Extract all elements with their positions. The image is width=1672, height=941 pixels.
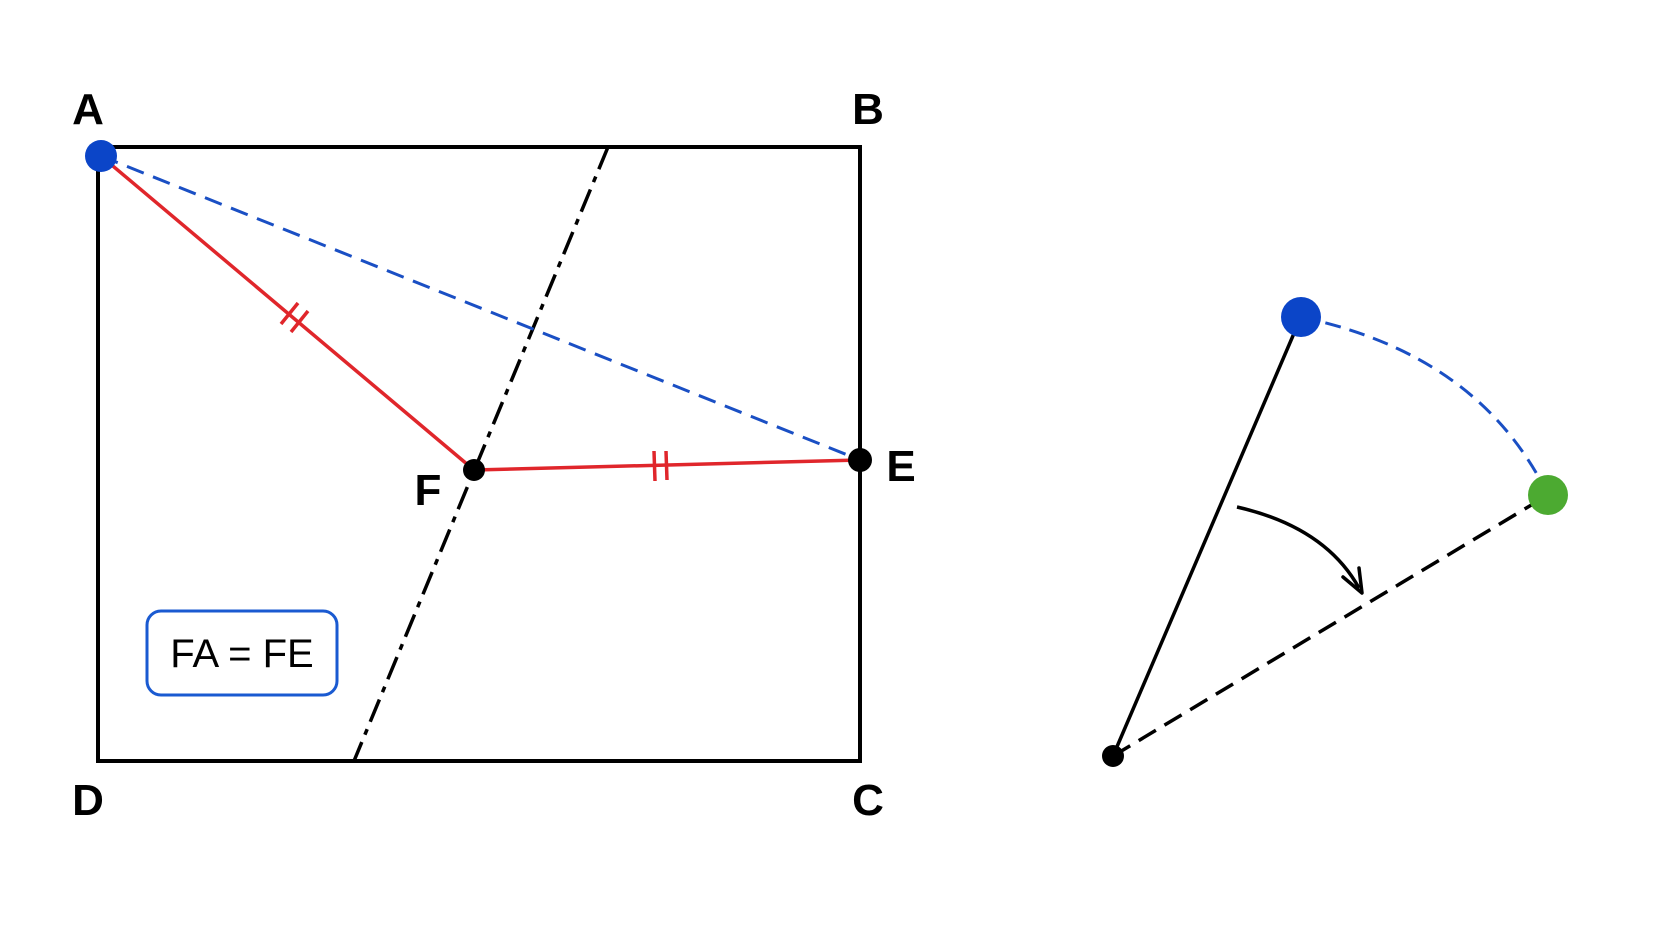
label-d: D (72, 776, 104, 825)
arrow-head-icon (1341, 566, 1364, 595)
rotation-arm-solid (1111, 316, 1303, 757)
tick-marks-fe (652, 450, 669, 482)
fold-line (352, 146, 610, 762)
point-f (463, 459, 485, 481)
moved-point-blue (1281, 297, 1321, 337)
label-e: E (886, 442, 915, 491)
target-point-green (1528, 475, 1568, 515)
pivot-point (1102, 745, 1124, 767)
rotation-arrow (1236, 505, 1361, 589)
segment-fa (99, 154, 476, 472)
label-c: C (852, 776, 884, 825)
label-b: B (852, 85, 884, 134)
segment-ae-dashed (100, 154, 861, 462)
rectangle-abcd (96, 145, 862, 763)
tick-marks-fa (279, 301, 310, 334)
rotation-arc-dashed (1300, 315, 1550, 496)
rotation-arm-dashed (1112, 493, 1549, 758)
label-f: F (415, 466, 442, 515)
point-a (85, 140, 117, 172)
point-e (848, 448, 872, 472)
equation-text: FA = FE (170, 632, 313, 676)
equation-box: FA = FE (145, 609, 339, 697)
label-a: A (72, 85, 104, 134)
